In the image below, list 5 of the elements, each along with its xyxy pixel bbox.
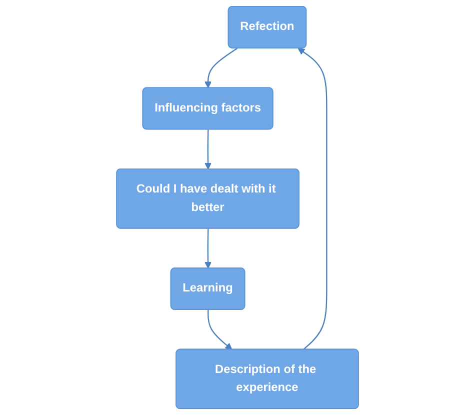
arrow	[204, 48, 237, 88]
arrow	[204, 228, 212, 269]
arrow	[204, 130, 212, 170]
arrow	[207, 310, 232, 350]
arrow	[297, 48, 327, 350]
